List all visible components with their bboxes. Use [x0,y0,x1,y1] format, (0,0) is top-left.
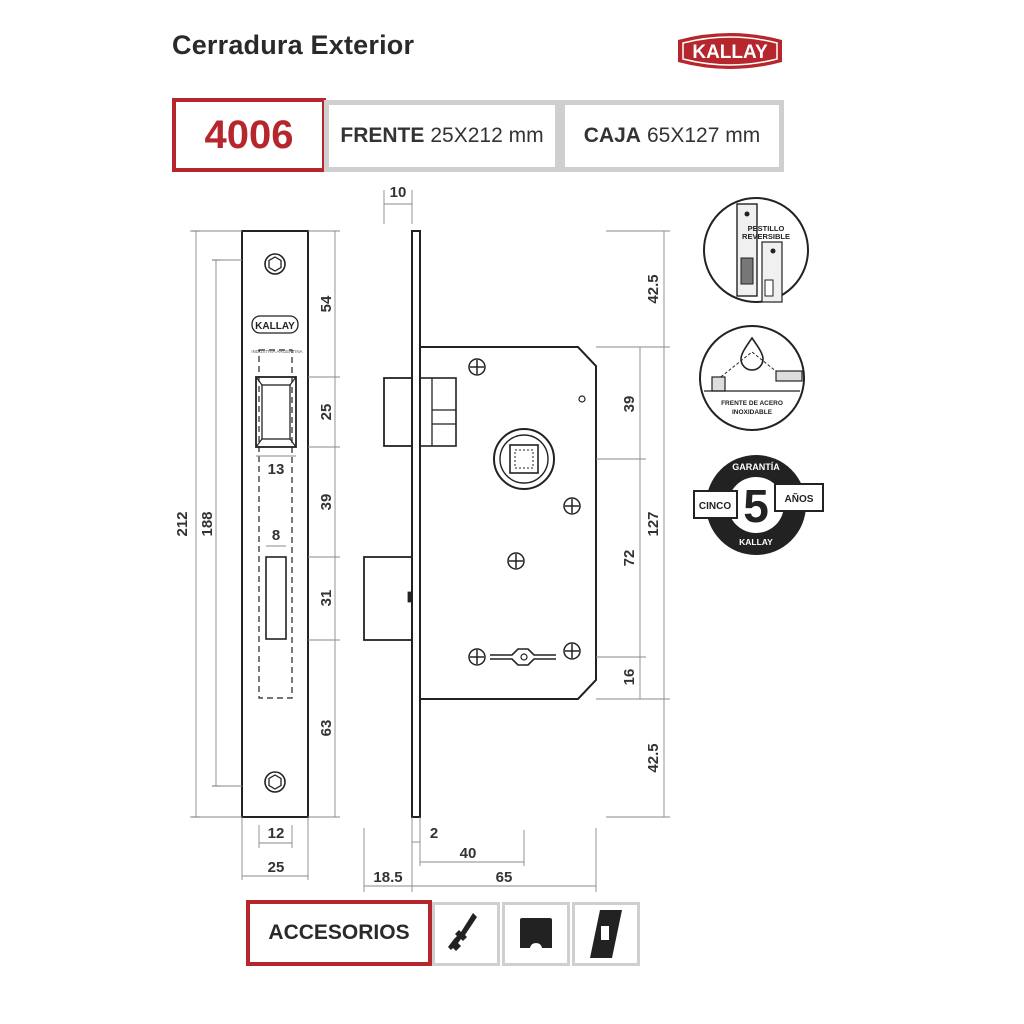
dead-bolt [363,556,413,641]
frente-value: 25X212 mm [430,124,544,147]
warranty-bottom-text: KALLAY [739,537,773,547]
warranty-badge: GARANTÍA CINCO 5 AÑOS KALLAY [693,455,824,555]
body-screw-3 [507,552,525,570]
warranty-left-text: CINCO [699,501,731,512]
feature-pestillo-badge: PESTILLO REVERSIBLE [703,197,809,303]
feature-pestillo-label-2: REVERSIBLE [742,232,790,241]
body-screw-1 [468,358,486,376]
faceplate-brand-mark [251,315,299,334]
faceplate-bottom-screw [264,771,286,793]
caja-label: CAJA [583,124,641,147]
dim-gap: 39 [318,494,335,511]
caja-value: 65X127 mm [646,124,761,147]
dim-projection: 18.5 [373,869,402,886]
dim-key-bottom: 16 [621,669,638,686]
dim-backset: 40 [460,845,477,862]
faceplate-origin-text: INDUSTRIA ARGENTINA [251,349,302,354]
feature-acero-label-1: FRENTE DE ACERO [721,400,783,407]
dim-bolt-width: 8 [272,527,280,544]
dim-inner-width: 12 [268,825,285,842]
dim-bottom-offset: 42.5 [645,743,662,772]
keyhole [490,648,556,666]
dim-latch-offset: 39 [621,396,638,413]
dim-plate-thickness: 10 [390,184,407,201]
dim-box-height: 127 [645,511,662,536]
body-screw-4 [468,648,486,666]
dim-handle-key: 72 [621,550,638,567]
dim-bolt: 31 [318,590,335,607]
dim-plate-gap: 2 [430,825,438,842]
frente-label: FRENTE [340,124,425,147]
page-title: Cerradura Exterior [172,30,415,60]
strike-plate-icon [502,902,570,966]
body-screw-5 [563,642,581,660]
dim-bottom: 63 [318,720,335,737]
warranty-number: 5 [743,480,769,532]
warranty-right-text: AÑOS [785,492,814,505]
dim-top: 54 [318,295,335,312]
body-screw-2 [563,497,581,515]
brand-logo-text: KALLAY [692,42,768,63]
dim-latch: 25 [318,404,335,421]
feature-acero-badge: FRENTE DE ACERO INOXIDABLE [699,325,805,431]
dim-latch-width: 13 [268,461,285,478]
dim-top-offset: 42.5 [645,274,662,303]
faceplate-top-screw [264,253,286,275]
dim-depth: 65 [496,869,513,886]
dim-total-height: 212 [174,511,191,536]
brand-logo: KALLAY [678,33,782,69]
feature-pestillo-label-1: PESTILLO [748,224,785,233]
lock-body [419,346,597,700]
key-icon [432,902,500,966]
lock-faceplate-side [411,230,421,818]
spindle-hub [493,428,555,490]
bolt-strike-icon [572,902,640,966]
warranty-top-text: GARANTÍA [732,462,780,472]
hidden-box-outline [258,349,293,699]
model-number: 4006 [172,98,326,172]
accessories-label: ACCESORIOS [246,900,432,966]
latch-bolt [383,377,413,447]
bolt-opening [265,556,287,640]
faceplate [241,230,309,818]
dim-inner-height: 188 [199,511,216,536]
faceplate-brand-text: KALLAY [255,321,295,332]
dim-width: 25 [268,859,285,876]
latch-opening [255,376,297,448]
feature-acero-label-2: INOXIDABLE [732,409,773,416]
